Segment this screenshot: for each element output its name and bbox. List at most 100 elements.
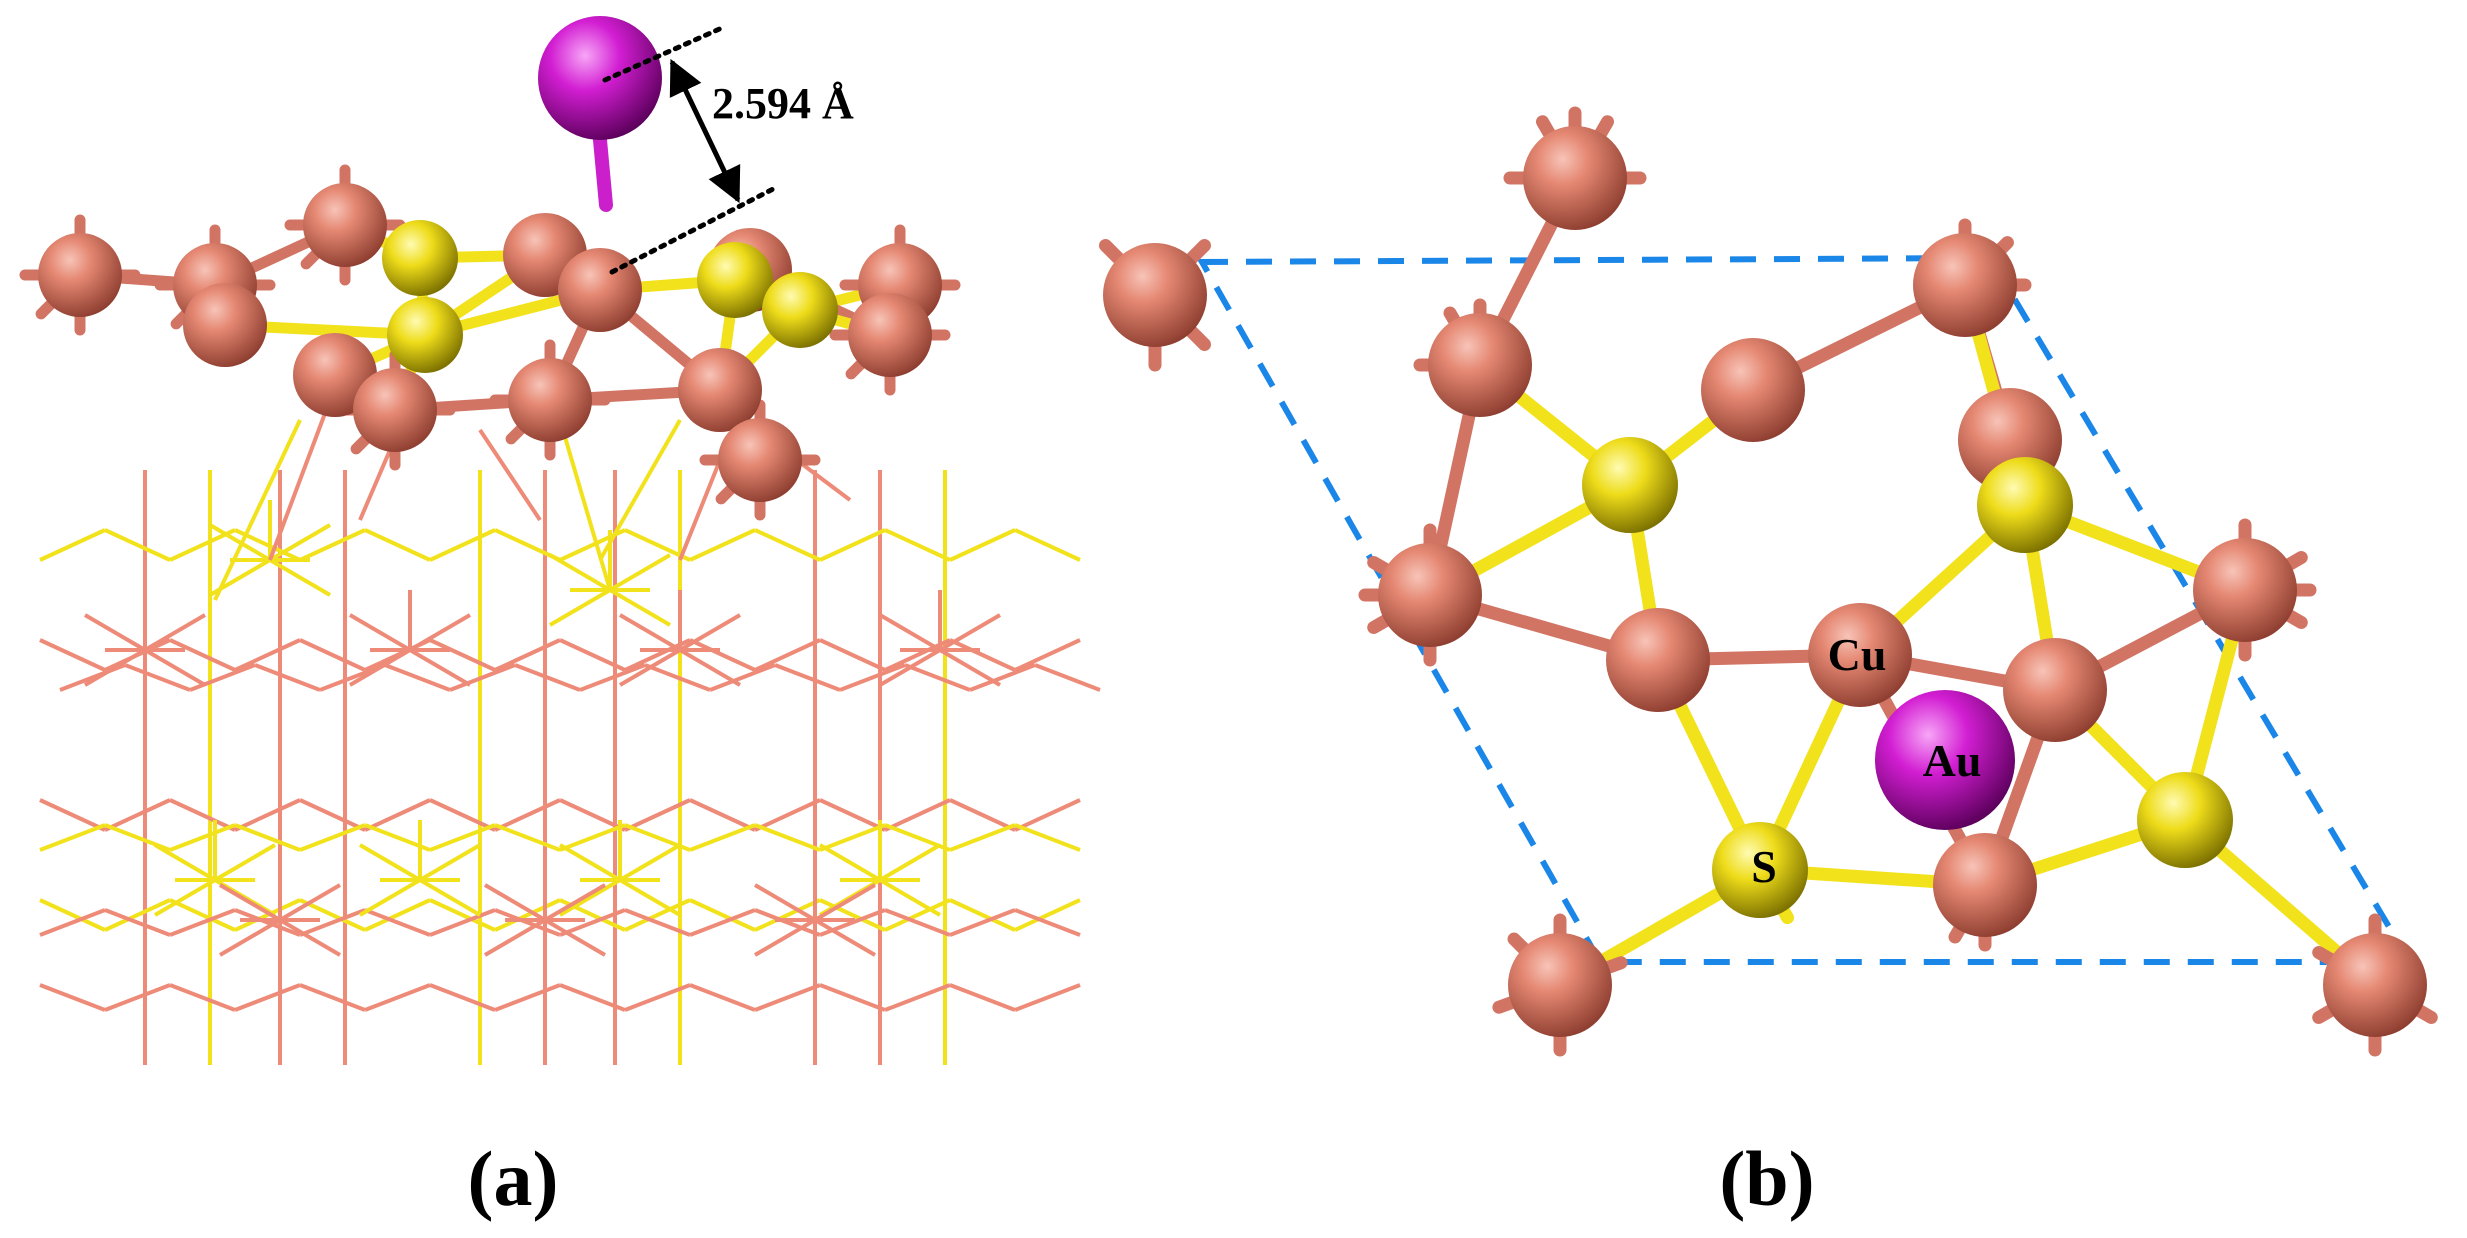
panel-a-side-view: 2.594 Å (a) bbox=[19, 16, 1101, 1222]
s-atom bbox=[762, 272, 838, 348]
substrate-bond bbox=[559, 983, 626, 1012]
substrate-bond bbox=[884, 983, 951, 1012]
substrate-bond bbox=[969, 663, 1036, 692]
substrate-bond bbox=[348, 648, 412, 687]
substrate-bond bbox=[644, 663, 711, 692]
au-bond bbox=[593, 133, 613, 212]
substrate-bond bbox=[268, 523, 332, 562]
substrate-bond bbox=[624, 528, 691, 562]
substrate-bond bbox=[754, 638, 821, 672]
substrate-bond bbox=[234, 908, 301, 937]
cu-atom bbox=[353, 368, 437, 452]
substrate-bond bbox=[813, 918, 877, 957]
substrate-bond bbox=[1014, 983, 1081, 1012]
substrate-bond bbox=[1034, 663, 1101, 692]
substrate-bond bbox=[598, 419, 682, 561]
dotted-line-lower bbox=[609, 185, 778, 275]
substrate-bond bbox=[234, 638, 301, 672]
substrate-bond bbox=[143, 613, 207, 652]
substrate-bond bbox=[884, 528, 951, 562]
substrate-bond bbox=[689, 983, 756, 1012]
substrate-bond bbox=[754, 798, 821, 832]
substrate-bond bbox=[104, 528, 171, 562]
substrate-bond bbox=[878, 613, 942, 652]
substrate-bond bbox=[348, 613, 412, 652]
substrate-bond bbox=[299, 823, 366, 852]
substrate-bond bbox=[819, 898, 886, 932]
substrate-bond bbox=[429, 908, 496, 937]
substrate-bond bbox=[104, 983, 171, 1012]
substrate-bond bbox=[678, 648, 742, 687]
panel-a-label: (a) bbox=[468, 1135, 559, 1222]
substrate-bond bbox=[449, 663, 516, 692]
substrate-bond bbox=[1014, 908, 1081, 937]
substrate-bond bbox=[904, 663, 971, 692]
substrate-bond bbox=[543, 918, 607, 957]
substrate-bond bbox=[364, 798, 431, 832]
au-adatom bbox=[538, 16, 662, 212]
substrate-bond bbox=[494, 528, 561, 562]
s-atom bbox=[1582, 437, 1678, 533]
substrate-bond bbox=[689, 638, 756, 672]
substrate-bond bbox=[818, 843, 882, 882]
substrate-bond bbox=[884, 798, 951, 832]
substrate-bond bbox=[819, 823, 886, 852]
substrate-bond bbox=[429, 823, 496, 852]
substrate-bond bbox=[299, 798, 366, 832]
substrate-bond bbox=[254, 663, 321, 692]
substrate-bond bbox=[949, 983, 1016, 1012]
au-adatom-top bbox=[1875, 690, 2015, 830]
substrate-bond bbox=[83, 613, 147, 652]
substrate-bond bbox=[819, 638, 886, 672]
substrate-bond bbox=[689, 898, 756, 932]
cu-atom bbox=[718, 418, 802, 502]
substrate-bond bbox=[39, 908, 106, 937]
substrate-bond bbox=[358, 843, 422, 882]
substrate-bond bbox=[819, 798, 886, 832]
cu-atom bbox=[508, 358, 592, 442]
substrate-bond bbox=[608, 553, 672, 592]
s-atom-label: S bbox=[1751, 841, 1777, 892]
substrate-bond bbox=[624, 898, 691, 932]
substrate-bond bbox=[218, 883, 282, 922]
substrate-bond bbox=[753, 883, 817, 922]
substrate-bond bbox=[299, 638, 366, 672]
cu-atom bbox=[1103, 243, 1207, 347]
substrate-bond bbox=[494, 638, 561, 672]
substrate-bond bbox=[559, 908, 626, 937]
cu-atom bbox=[2003, 638, 2107, 742]
substrate-bond bbox=[754, 898, 821, 932]
substrate-bond bbox=[878, 648, 942, 687]
substrate-bond bbox=[949, 528, 1016, 562]
substrate-bond bbox=[418, 843, 482, 882]
substrate-bond bbox=[949, 638, 1016, 672]
cu-atom bbox=[1808, 603, 1912, 707]
substrate-bond bbox=[83, 648, 147, 687]
cu-atom bbox=[1378, 543, 1482, 647]
substrate-bond bbox=[429, 898, 496, 932]
substrate-bond bbox=[358, 878, 422, 917]
substrate-bond bbox=[234, 798, 301, 832]
substrate-bond bbox=[949, 898, 1016, 932]
substrate-bond bbox=[39, 638, 106, 672]
substrate-bond bbox=[278, 918, 342, 957]
cu-atom bbox=[1701, 338, 1805, 442]
substrate-bond bbox=[39, 898, 106, 932]
substrate-bond bbox=[39, 798, 106, 832]
substrate-bond bbox=[559, 638, 626, 672]
substrate-bond bbox=[299, 908, 366, 937]
substrate-bond bbox=[153, 843, 217, 882]
s-atom bbox=[2137, 772, 2233, 868]
substrate-bond bbox=[494, 898, 561, 932]
cu-atom bbox=[2323, 933, 2427, 1037]
substrate-bond bbox=[104, 908, 171, 937]
substrate-bond bbox=[618, 648, 682, 687]
au-atom-top bbox=[1875, 690, 2015, 830]
s-atom bbox=[382, 220, 458, 296]
substrate-bond bbox=[709, 663, 776, 692]
substrate-bond bbox=[429, 638, 496, 672]
substrate-bond bbox=[213, 843, 277, 882]
substrate-bond bbox=[429, 798, 496, 832]
cu-atom bbox=[1523, 126, 1627, 230]
